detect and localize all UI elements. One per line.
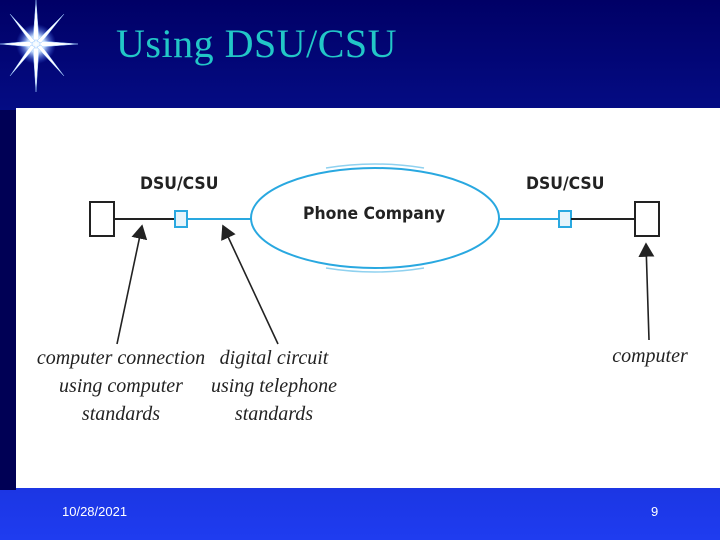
- arrow-computer-connection: [116, 224, 148, 345]
- arrow-digital-circuit: [221, 224, 279, 345]
- phone-company-label: Phone Company: [303, 204, 446, 224]
- left-computer-box: [89, 201, 115, 237]
- left-dsu-csu-box: [174, 210, 188, 228]
- left-dsu-csu-label: DSU/CSU: [140, 174, 219, 194]
- left-edge-bar: [0, 110, 16, 490]
- diagram-panel: DSU/CSU DSU/CSU Phone Company computer c…: [16, 108, 720, 488]
- footer-date: 10/28/2021: [62, 504, 128, 519]
- right-computer-box: [634, 201, 660, 237]
- caption-computer-connection: computer connection using computer stand…: [36, 347, 206, 425]
- right-dsu-csu-label: DSU/CSU: [526, 174, 605, 194]
- arrow-computer: [638, 242, 655, 341]
- network-diagram: [89, 163, 660, 345]
- page-title: Using DSU/CSU: [116, 21, 398, 66]
- starburst-icon: [0, 0, 79, 93]
- footer-page-number: 9: [651, 504, 659, 519]
- caption-computer: computer: [612, 345, 688, 367]
- caption-digital-circuit: digital circuit using telephone standard…: [210, 347, 338, 425]
- right-dsu-csu-box: [558, 210, 572, 228]
